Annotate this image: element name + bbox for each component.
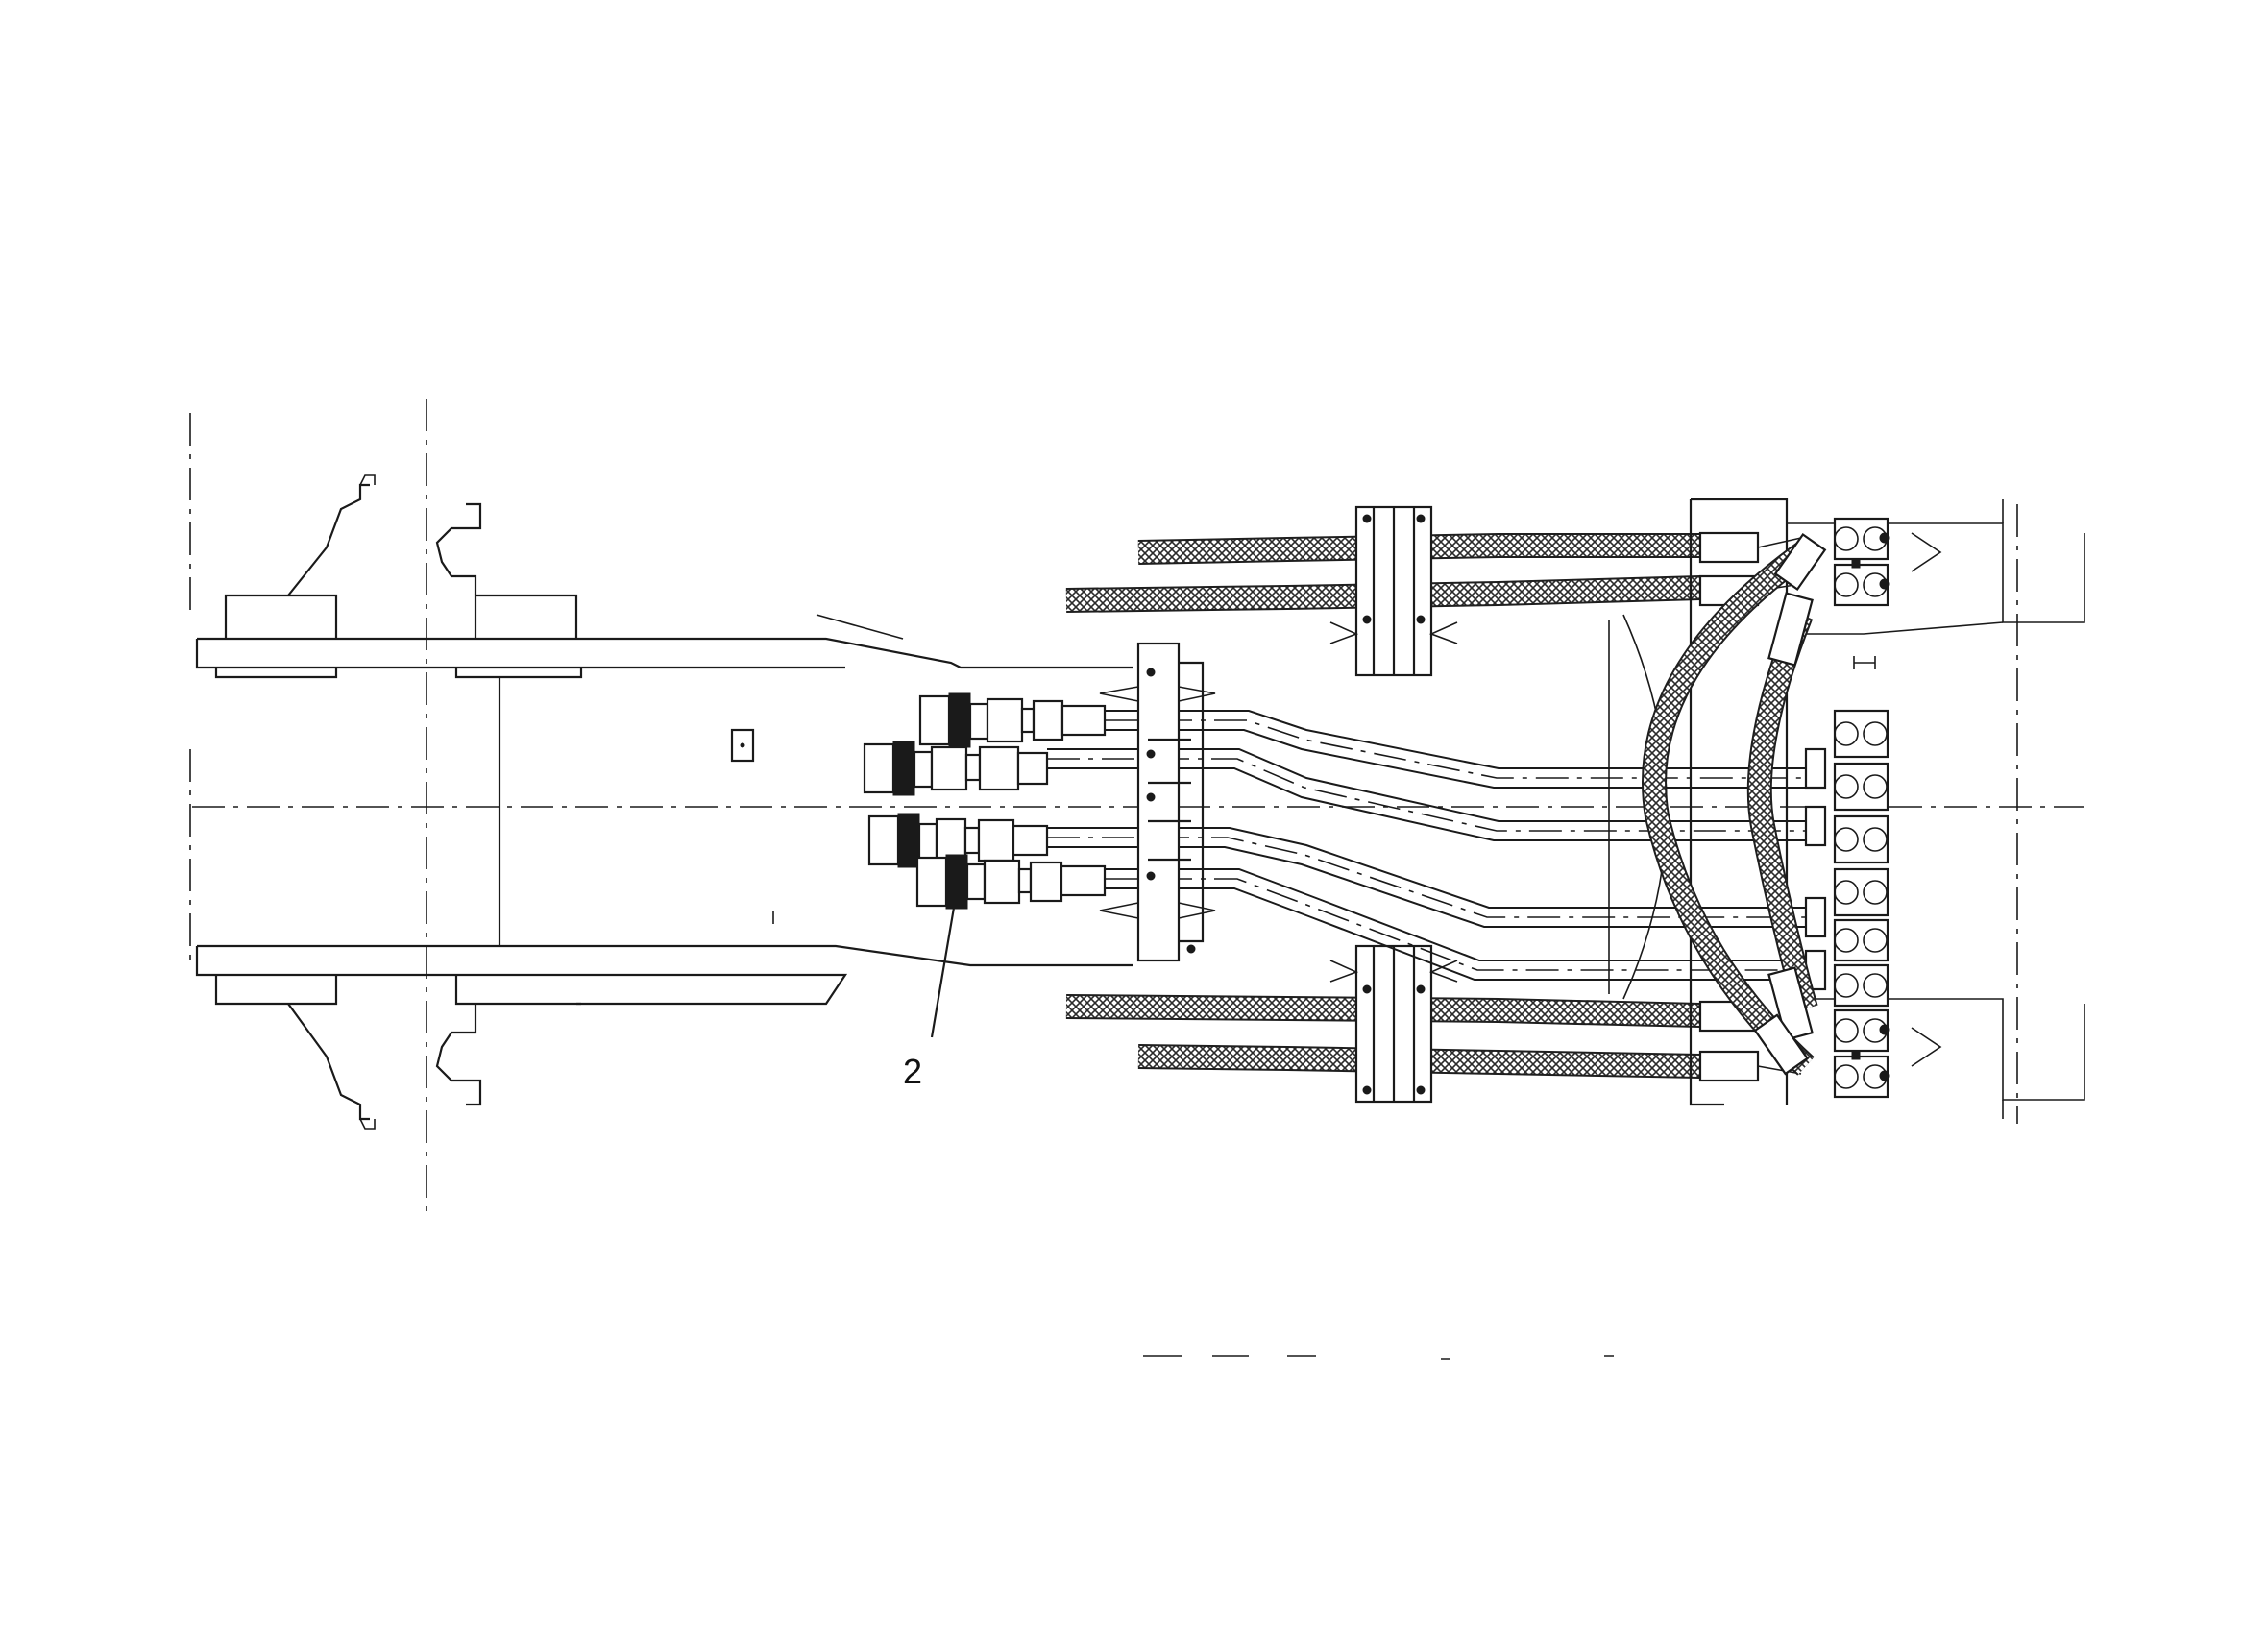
- boom-frame: [189, 399, 2084, 1215]
- callout-2: 2: [903, 907, 956, 1091]
- callout-label: 2: [903, 1052, 922, 1091]
- curved-hoses: [1642, 532, 1827, 1076]
- scan-specks: [1143, 1355, 1614, 1360]
- pipe-clamp-bracket: [1099, 642, 1216, 962]
- valve-manifold: [1608, 498, 2085, 1124]
- hose-clamp-lower: [1329, 944, 1458, 1104]
- hose-clamp-upper: [1329, 505, 1458, 677]
- quick-couplers: [863, 692, 1107, 910]
